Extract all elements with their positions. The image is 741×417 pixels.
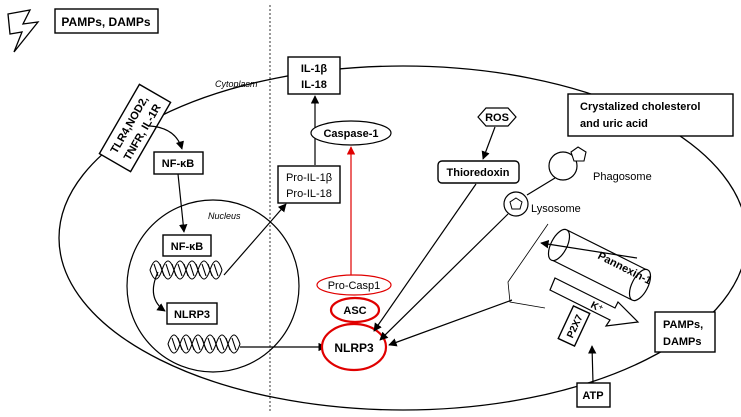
pamps-right-line2: DAMPs xyxy=(663,336,702,348)
arrow-lysosome-to-nlrp3 xyxy=(379,213,509,341)
arrow-nfkb-to-nucleus xyxy=(177,173,188,233)
k-efflux-arrow xyxy=(549,277,640,327)
arrow-pannexin-in xyxy=(540,240,638,259)
crystal-box xyxy=(567,93,734,137)
caspase1-ellipse xyxy=(310,120,392,146)
pamps-damps-box-top xyxy=(54,8,159,34)
pro-il1b-label: Pro-IL-1β xyxy=(286,172,332,184)
asc-label: ASC xyxy=(343,305,366,317)
nlrp3-gene-label: NLRP3 xyxy=(174,309,210,321)
nlrp3-complex-ellipse xyxy=(320,322,388,372)
nlrp3-gene-box xyxy=(166,302,218,325)
arrow-nfkb-to-nlrp3-gene xyxy=(152,271,166,312)
pamps-damps-box-right xyxy=(654,311,716,353)
cytoplasm-label: Cytoplasm xyxy=(215,79,258,89)
nfkb-nucleus-label: NF-κB xyxy=(171,241,203,253)
nucleus xyxy=(126,199,300,373)
lysosome-label: Lysosome xyxy=(531,203,581,215)
arrow-tlr-to-nfkb xyxy=(149,125,184,150)
il1b-label: IL-1β xyxy=(301,63,328,75)
arrow-ros-to-thioredoxin xyxy=(481,126,496,160)
nlrp3-complex-label: NLRP3 xyxy=(334,341,374,355)
pamps-right-line1: PAMPs, xyxy=(663,319,703,331)
crystal-label-line2: and uric acid xyxy=(580,118,648,130)
il18-label: IL-18 xyxy=(301,79,327,91)
caspase1-label: Caspase-1 xyxy=(323,128,378,140)
thioredoxin-label: Thioredoxin xyxy=(447,167,510,179)
arrow-channel-to-nlrp3 xyxy=(388,299,513,347)
nfkb-cyto-label: NF-κB xyxy=(162,158,194,170)
pro-casp1-ellipse xyxy=(316,274,392,296)
phagosome-label: Phagosome xyxy=(593,171,652,183)
lightning-icon xyxy=(7,9,40,53)
pannexin-channel xyxy=(547,228,652,302)
pentagon-crystal-icon xyxy=(509,197,523,210)
pro-il-box xyxy=(277,165,341,204)
pentagon-crystal-icon xyxy=(570,146,587,162)
atp-label: ATP xyxy=(582,390,603,402)
p2x7-receptor: P2X7 xyxy=(557,304,591,348)
asc-ellipse xyxy=(329,296,381,324)
ros-label: ROS xyxy=(485,112,509,124)
crystal-label-line1: Crystalized cholesterol xyxy=(580,101,700,113)
pro-il18-label: Pro-IL-18 xyxy=(286,188,332,200)
ros-hexagon xyxy=(477,107,517,127)
phagosome-to-lysosome-line xyxy=(526,177,556,196)
arrow-thioredoxin-to-nlrp3 xyxy=(373,183,477,332)
phagosome xyxy=(548,151,578,181)
channel-outline xyxy=(507,223,549,309)
nfkb-nucleus-box xyxy=(162,234,212,257)
pamps-damps-top-label: PAMPs, DAMPs xyxy=(61,15,150,29)
thioredoxin-box xyxy=(437,160,520,184)
k-ion-label: K⁺ xyxy=(589,300,605,315)
atp-box xyxy=(576,382,611,408)
pro-casp1-label: Pro-Casp1 xyxy=(328,280,381,292)
arrow-helix-to-pro-il xyxy=(223,203,287,276)
arrow-atp-to-p2x7 xyxy=(588,345,597,384)
il-output-box xyxy=(287,56,341,95)
dna-helix-icon xyxy=(149,260,223,280)
cell-membrane xyxy=(58,65,741,411)
nucleus-label: Nucleus xyxy=(208,211,241,221)
dna-helix-icon xyxy=(167,334,241,354)
